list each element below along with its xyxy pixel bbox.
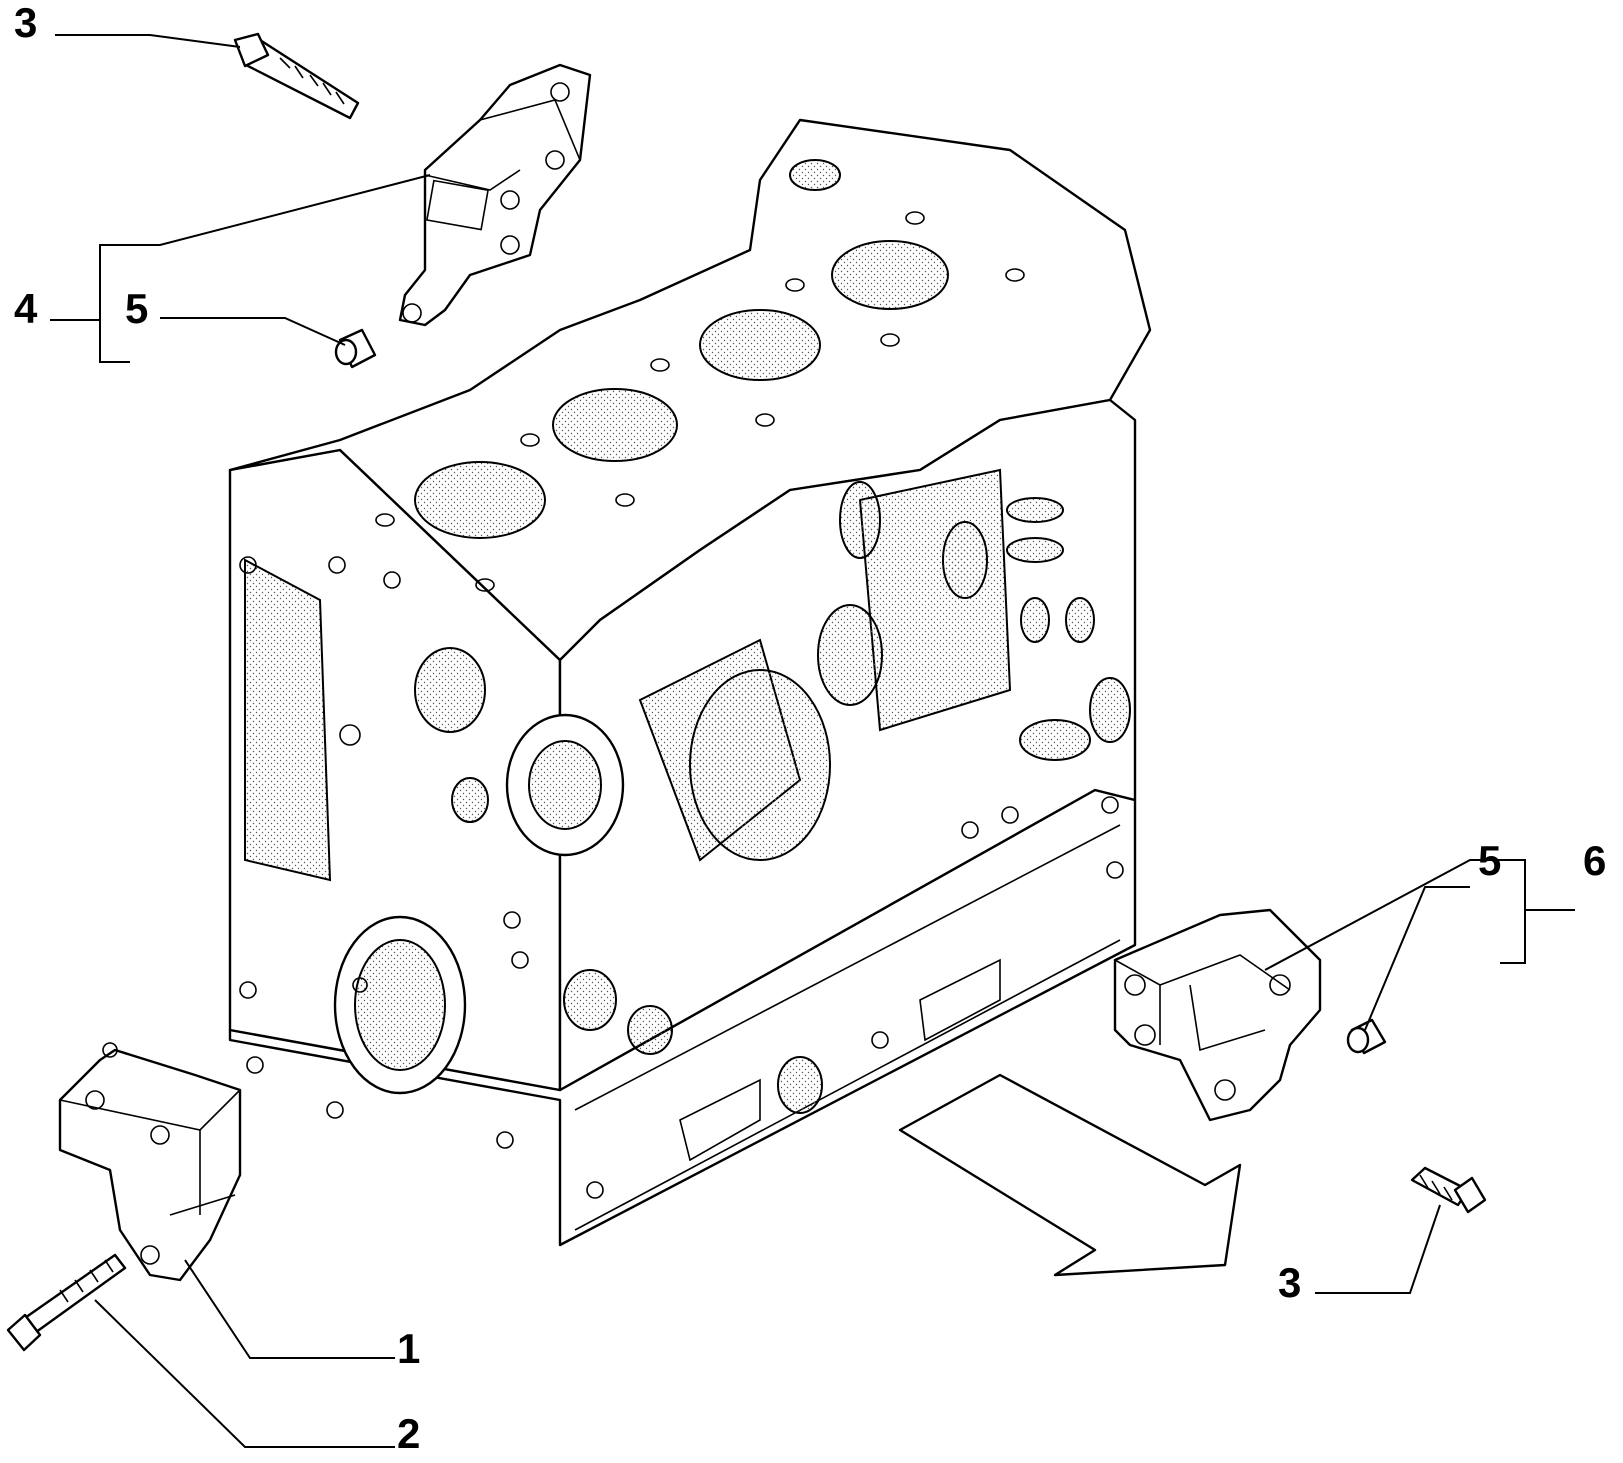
bolt-part-2 xyxy=(6,1253,127,1352)
mount-part-6 xyxy=(1113,908,1322,1122)
bushing-part-5-top xyxy=(334,328,377,369)
callout-5-top: 5 xyxy=(125,285,149,332)
callout-3-right: 3 xyxy=(1278,1259,1302,1306)
callout-5-right: 5 xyxy=(1478,837,1502,884)
callout-6: 6 xyxy=(1583,837,1607,884)
callout-3-top: 3 xyxy=(14,0,38,46)
bolt-part-3-right xyxy=(1410,1166,1487,1214)
mount-part-1 xyxy=(58,1042,242,1282)
bolt-part-3-top xyxy=(233,32,360,120)
leader-lines xyxy=(50,34,1575,1448)
callout-1: 1 xyxy=(397,1325,421,1372)
engine-block xyxy=(228,118,1152,1247)
bushing-part-5-right xyxy=(1346,1018,1387,1055)
callout-4: 4 xyxy=(14,285,38,332)
callout-2: 2 xyxy=(397,1410,421,1457)
bracket-part-4 xyxy=(398,63,592,327)
direction-arrow xyxy=(898,1073,1242,1277)
